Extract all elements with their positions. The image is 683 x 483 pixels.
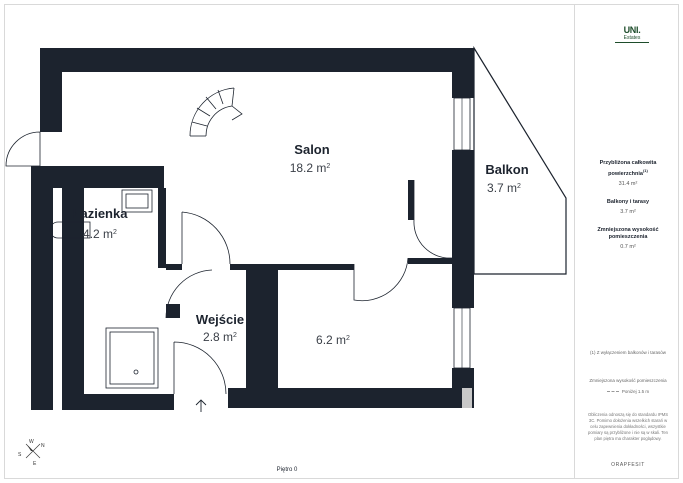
reduced-area-label: Zmniejszona wysokość pomieszczenia xyxy=(597,226,659,240)
disclaimer: Obliczenia odnoszą się do standardu IPMS… xyxy=(587,412,669,441)
sheet-frame xyxy=(4,4,679,479)
svg-text:Salon: Salon xyxy=(294,142,329,157)
bathroom-fixtures xyxy=(49,189,159,389)
svg-text:N: N xyxy=(41,443,45,449)
balcony-outline xyxy=(473,45,567,275)
balcony-area-value: 3.7 m² xyxy=(620,208,636,215)
walls xyxy=(31,48,474,410)
total-area-value: 31.4 m² xyxy=(618,180,638,187)
reduced-area-value: 0.7 m² xyxy=(620,243,636,250)
svg-text:Łazienka: Łazienka xyxy=(73,206,129,221)
svg-text:18.2 m2: 18.2 m2 xyxy=(290,161,331,175)
total-area-label: Przybliżona całkowita powierzchnia(1) xyxy=(599,160,657,177)
compass-icon: W N S E xyxy=(18,439,45,467)
floor-plan: Salon 18.2 m2 Balkon 3.7 m2 Łazienka 4.2… xyxy=(5,45,567,467)
sidebar: UNI. Estates Przybliżona całkowita powie… xyxy=(576,4,678,478)
room-balkon: Balkon 3.7 m2 xyxy=(485,162,528,195)
spiral-stair xyxy=(189,87,243,137)
floor-label: Piętro 0 xyxy=(276,467,298,473)
svg-text:E: E xyxy=(33,461,37,467)
room-salon: Salon 18.2 m2 xyxy=(290,142,331,175)
area-stats: Przybliżona całkowita powierzchnia(1) 31… xyxy=(580,160,676,262)
entry-arrow-icon xyxy=(195,399,207,412)
room-wejscie: Wejście 2.8 m2 xyxy=(196,312,244,344)
room-lazienka: Łazienka 4.2 m2 xyxy=(73,206,129,241)
footnote: (1) Z wyłączeniem balkonów i tarasów xyxy=(589,350,667,355)
sidebar-divider xyxy=(574,4,575,479)
svg-text:W: W xyxy=(29,439,34,445)
brand-logo: UNI. Estates xyxy=(612,26,652,43)
room-unnamed: 6.2 m2 xyxy=(316,333,350,347)
svg-text:Wejście: Wejście xyxy=(196,312,244,327)
svg-text:6.2 m2: 6.2 m2 xyxy=(316,333,350,347)
brand-footer: ORAPFESIT xyxy=(611,462,645,468)
balcony-area-label: Balkony i tarasy xyxy=(606,198,650,205)
svg-text:3.7 m2: 3.7 m2 xyxy=(487,181,521,195)
legend-title: Zmniejszona wysokość pomieszczenia xyxy=(589,378,667,383)
svg-text:S: S xyxy=(18,452,22,458)
svg-text:2.8 m2: 2.8 m2 xyxy=(203,330,237,344)
svg-text:4.2 m2: 4.2 m2 xyxy=(83,227,117,241)
svg-text:Balkon: Balkon xyxy=(485,162,528,177)
doors xyxy=(5,131,453,395)
legend-item: Poniżej 1.5 m xyxy=(580,389,676,395)
